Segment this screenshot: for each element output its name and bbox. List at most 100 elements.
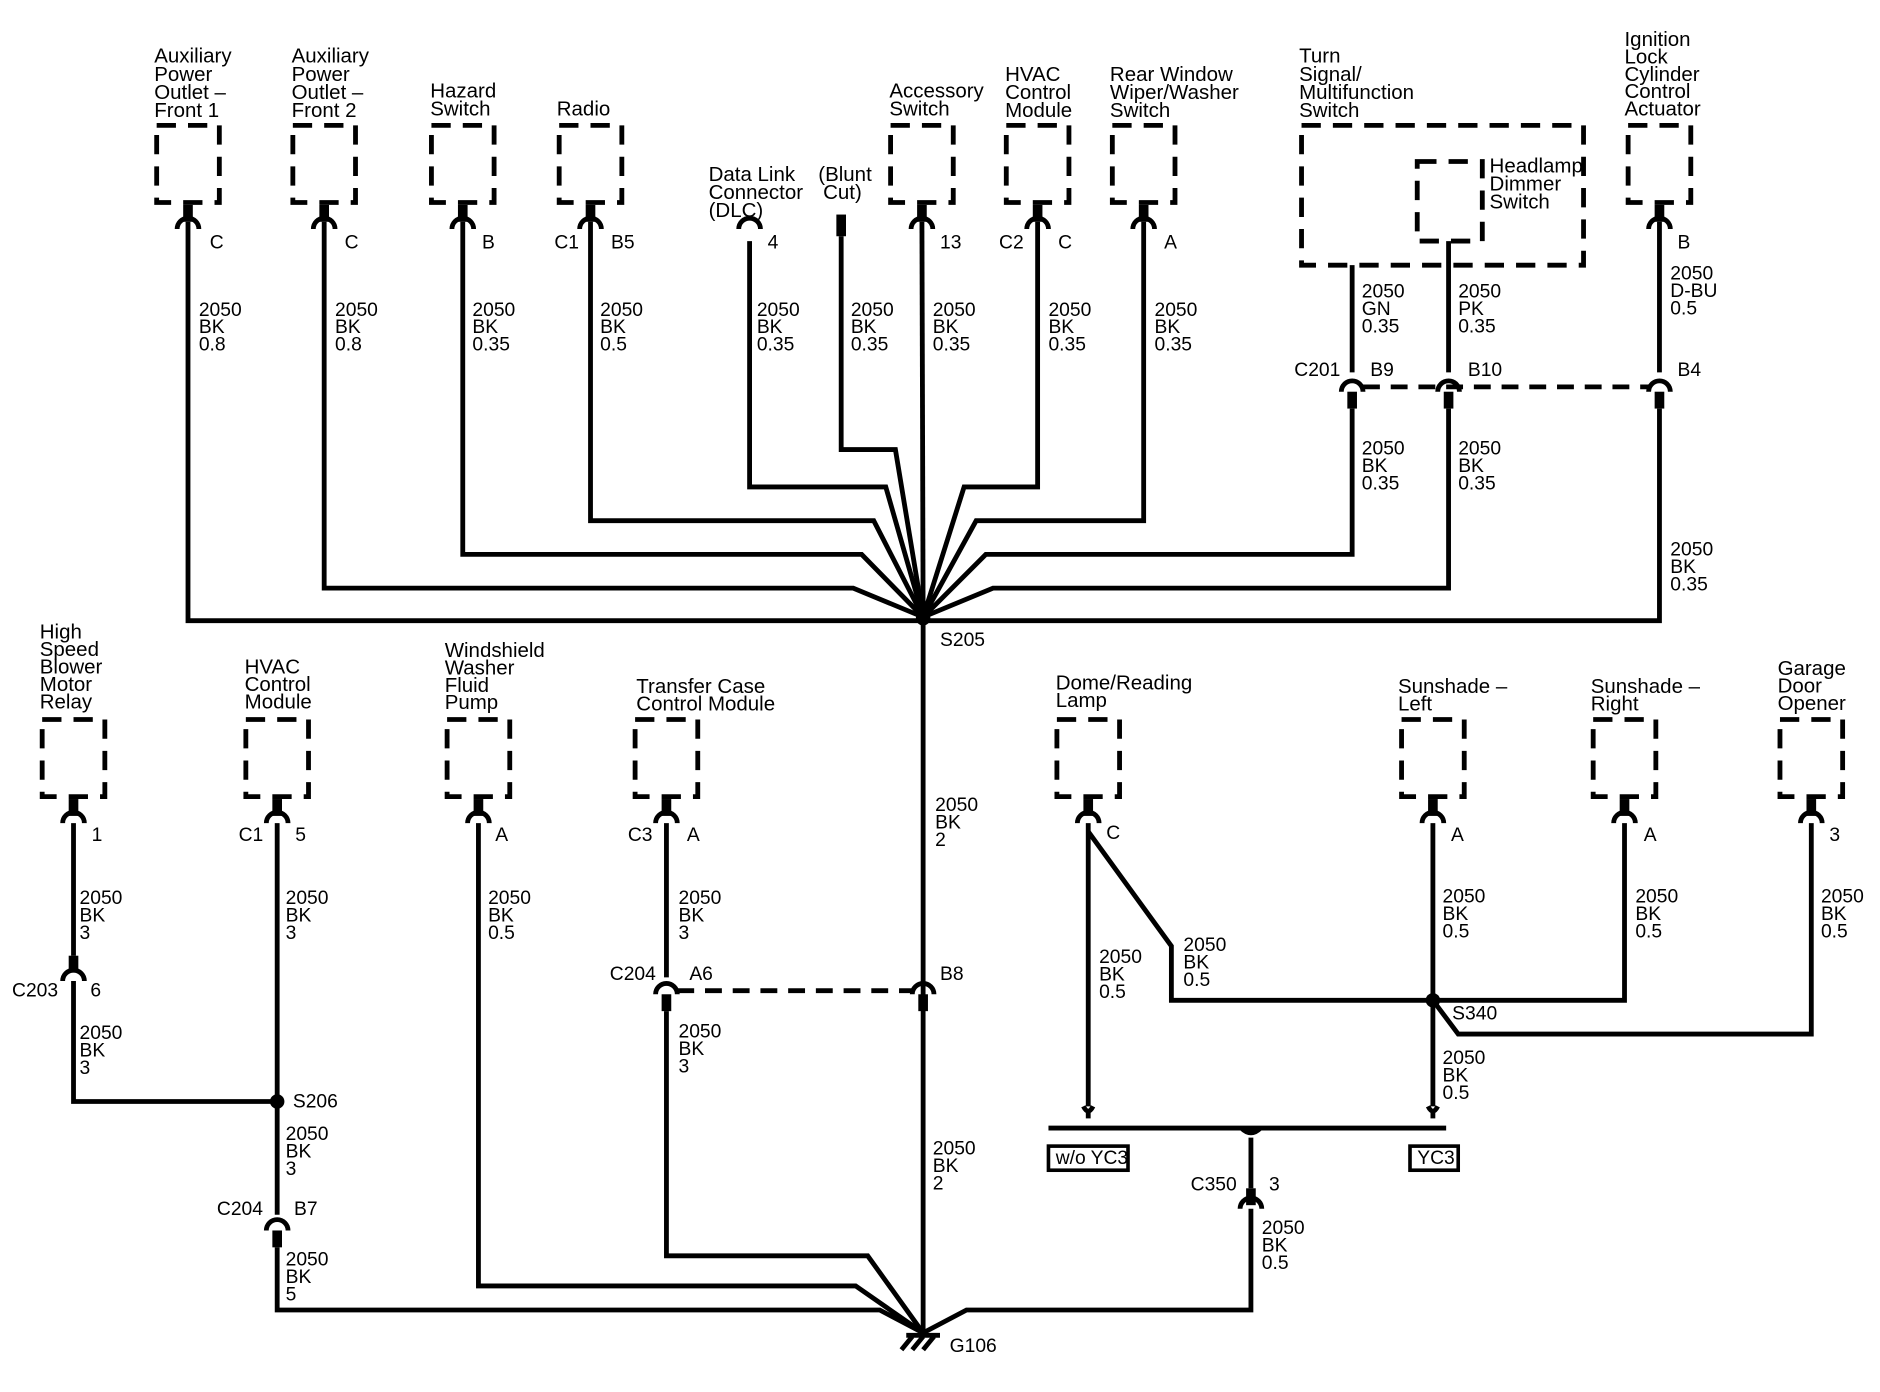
svg-text:C: C bbox=[345, 232, 359, 253]
svg-text:C203: C203 bbox=[12, 981, 58, 1002]
svg-text:3: 3 bbox=[1269, 1175, 1280, 1196]
top-pin-labels: C C B C1 B5 4 13 C2 C A B bbox=[210, 232, 1691, 253]
splice-s206 bbox=[269, 1094, 285, 1109]
svg-text:C350: C350 bbox=[1191, 1175, 1237, 1196]
bottom-pin-labels: 1 C1 5 A C3 A C A A 3 bbox=[92, 823, 1841, 846]
svg-text:C: C bbox=[1106, 823, 1120, 844]
svg-text:YC3: YC3 bbox=[1417, 1148, 1454, 1169]
svg-text:Sunshade –Left: Sunshade –Left bbox=[1398, 675, 1508, 715]
svg-text:A: A bbox=[1451, 825, 1464, 846]
svg-text:Sunshade –Right: Sunshade –Right bbox=[1591, 675, 1701, 715]
svg-text:Radio: Radio bbox=[557, 98, 610, 121]
svg-text:A: A bbox=[495, 825, 508, 846]
ground-g106: G106 bbox=[899, 1332, 997, 1357]
svg-text:S205: S205 bbox=[940, 630, 985, 651]
svg-text:B5: B5 bbox=[611, 232, 635, 253]
component-sunshade-right: Sunshade –Right bbox=[1590, 675, 1701, 800]
option-tag-without-yc3 bbox=[1046, 1144, 1130, 1173]
svg-text:4: 4 bbox=[768, 232, 779, 253]
svg-text:A: A bbox=[687, 825, 700, 846]
svg-text:6: 6 bbox=[90, 981, 101, 1002]
svg-text:13: 13 bbox=[940, 232, 961, 253]
svg-text:B9: B9 bbox=[1370, 360, 1394, 381]
svg-text:B7: B7 bbox=[294, 1199, 318, 1220]
svg-text:C3: C3 bbox=[628, 825, 653, 846]
svg-text:C201: C201 bbox=[1294, 360, 1340, 381]
svg-text:C1: C1 bbox=[239, 825, 264, 846]
svg-text:B8: B8 bbox=[940, 964, 964, 985]
svg-text:G106: G106 bbox=[950, 1336, 997, 1357]
svg-text:B: B bbox=[1678, 232, 1691, 253]
component-radio: Radio bbox=[557, 98, 625, 205]
top-wires: S205 bbox=[185, 221, 1662, 651]
svg-text:A: A bbox=[1164, 232, 1177, 253]
svg-text:C204: C204 bbox=[610, 964, 656, 985]
svg-text:3: 3 bbox=[1829, 825, 1840, 846]
connector-c201: C201 B9 B10 B4 bbox=[1294, 360, 1701, 409]
svg-text:C2: C2 bbox=[999, 232, 1024, 253]
svg-text:C: C bbox=[1058, 232, 1072, 253]
svg-text:w/o YC3: w/o YC3 bbox=[1055, 1148, 1128, 1169]
svg-text:S206: S206 bbox=[293, 1092, 338, 1113]
svg-text:B: B bbox=[482, 232, 495, 253]
